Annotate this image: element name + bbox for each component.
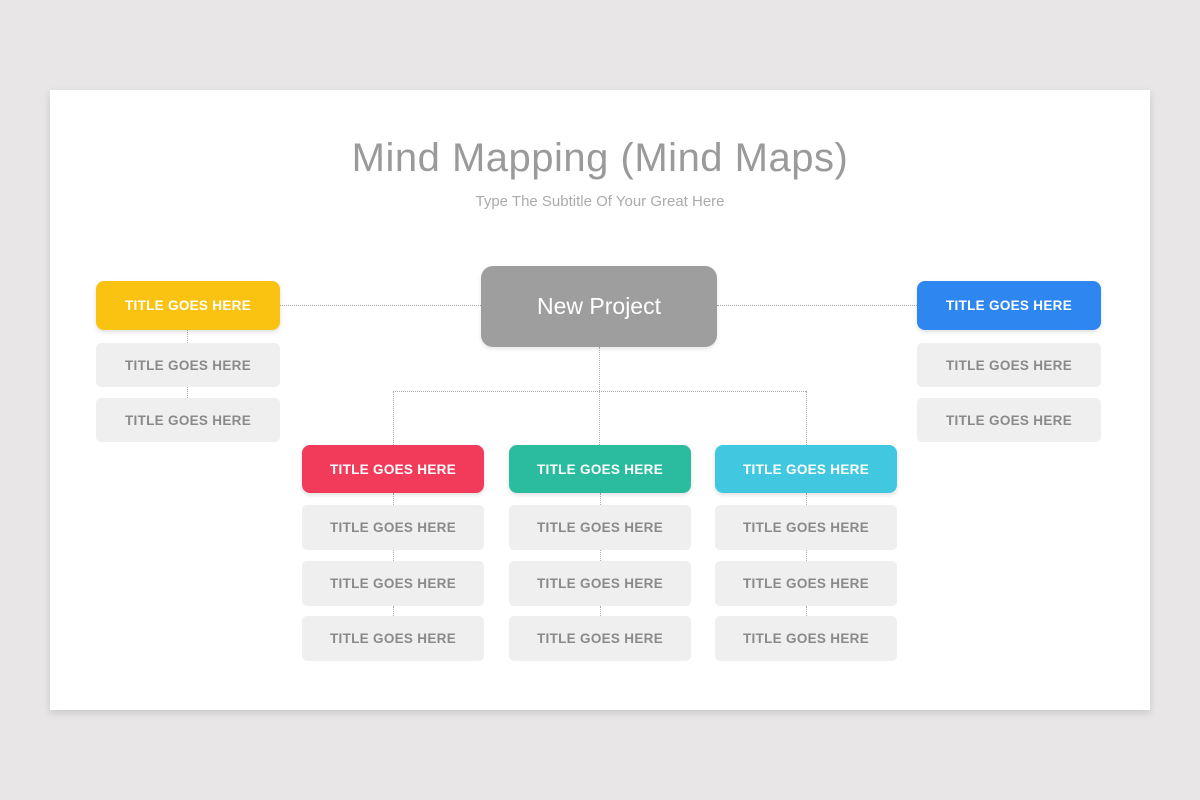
connector-bottom1-child-2	[393, 550, 394, 561]
node-branch-bottom2-child: TITLE GOES HERE	[509, 505, 691, 550]
node-branch-bottom3-child: TITLE GOES HERE	[715, 561, 897, 606]
node-branch-bottom1-child: TITLE GOES HERE	[302, 561, 484, 606]
connector-left-child-2	[187, 387, 188, 398]
slide-canvas: Mind Mapping (Mind Maps) Type The Subtit…	[50, 90, 1150, 710]
connector-drop-bottom1	[393, 391, 394, 445]
page-subtitle: Type The Subtitle Of Your Great Here	[475, 193, 725, 210]
connector-bottom3-child-3	[806, 606, 807, 616]
slide-header: Mind Mapping (Mind Maps) Type The Subtit…	[50, 90, 1150, 210]
node-branch-left-child: TITLE GOES HERE	[96, 398, 280, 442]
connector-bottom3-child-1	[806, 493, 807, 505]
node-branch-right-child: TITLE GOES HERE	[917, 343, 1101, 387]
node-branch-left-title: TITLE GOES HERE	[96, 281, 280, 330]
connector-bottom2-child-1	[600, 493, 601, 505]
node-branch-bottom1-title: TITLE GOES HERE	[302, 445, 484, 493]
connector-bottom1-child-3	[393, 606, 394, 616]
connector-bottom1-child-1	[393, 493, 394, 505]
connector-bottom2-child-3	[600, 606, 601, 616]
connector-center-down	[599, 347, 600, 391]
connector-center-to-right	[717, 305, 917, 306]
node-branch-left-child: TITLE GOES HERE	[96, 343, 280, 387]
node-branch-right-title: TITLE GOES HERE	[917, 281, 1101, 330]
node-branch-bottom2-child: TITLE GOES HERE	[509, 561, 691, 606]
connector-drop-bottom2	[599, 391, 600, 445]
connector-drop-bottom3	[806, 391, 807, 445]
connector-center-to-left	[280, 305, 481, 306]
node-branch-bottom3-child: TITLE GOES HERE	[715, 505, 897, 550]
connector-left-child-1	[187, 330, 188, 343]
connector-bottom3-child-2	[806, 550, 807, 561]
node-branch-bottom1-child: TITLE GOES HERE	[302, 616, 484, 661]
page-title: Mind Mapping (Mind Maps)	[351, 136, 849, 180]
node-branch-right-child: TITLE GOES HERE	[917, 398, 1101, 442]
node-branch-bottom3-child: TITLE GOES HERE	[715, 616, 897, 661]
node-branch-bottom1-child: TITLE GOES HERE	[302, 505, 484, 550]
node-branch-bottom3-title: TITLE GOES HERE	[715, 445, 897, 493]
node-branch-bottom2-child: TITLE GOES HERE	[509, 616, 691, 661]
connector-bottom2-child-2	[600, 550, 601, 561]
node-branch-bottom2-title: TITLE GOES HERE	[509, 445, 691, 493]
node-center-new-project: New Project	[481, 266, 717, 347]
